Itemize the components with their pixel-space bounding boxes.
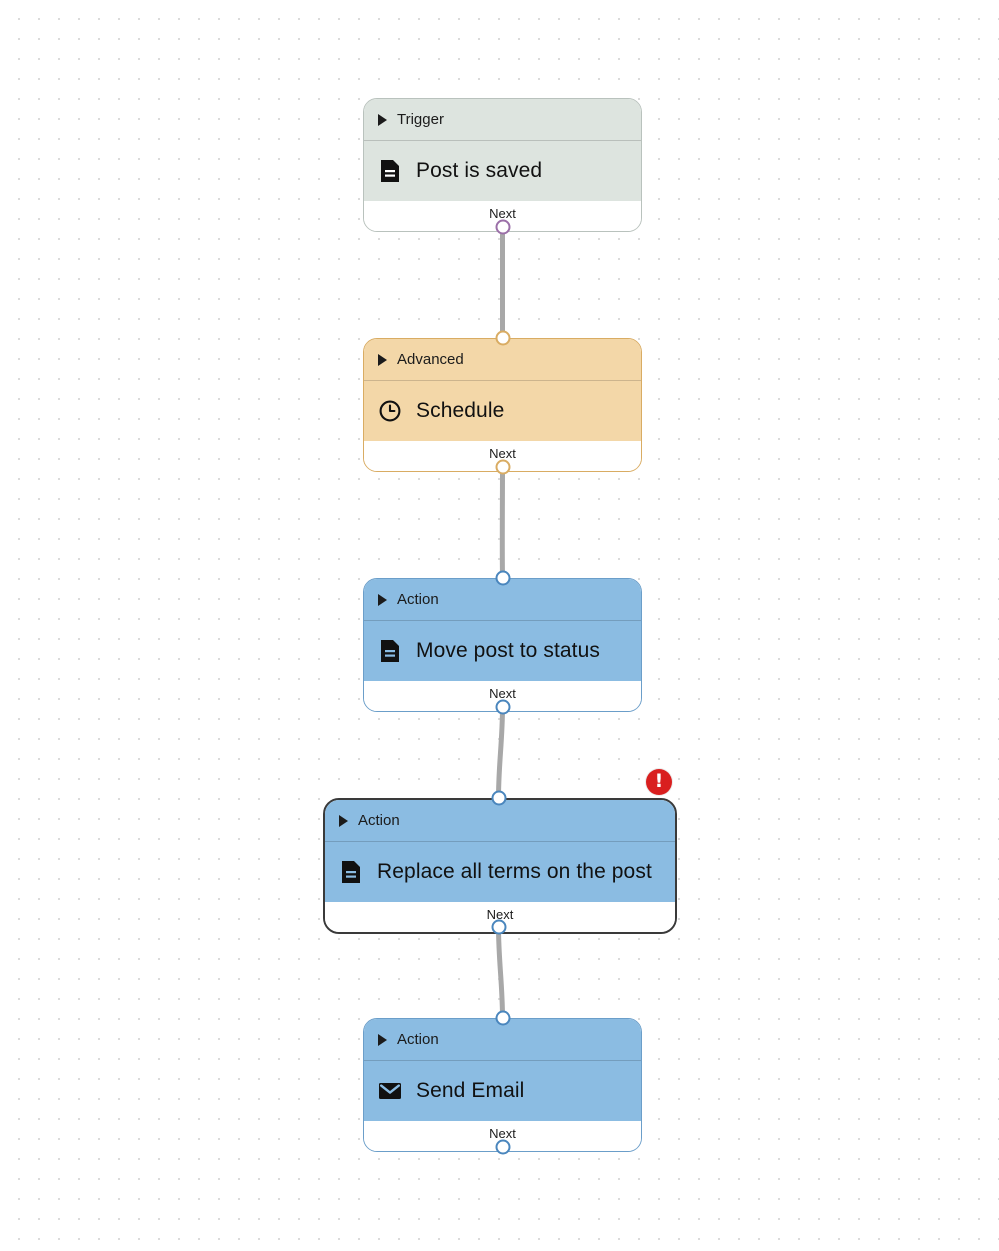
chevron-right-icon[interactable]: [378, 1033, 387, 1046]
workflow-node-action-move-post[interactable]: Action Move post to status Next: [363, 578, 642, 712]
next-label: Next: [489, 206, 516, 221]
node-input-port-advanced[interactable]: [495, 330, 510, 346]
edge-replace-terms-to-send-email: [496, 924, 505, 1021]
next-label: Next: [489, 686, 516, 701]
workflow-node-action-send-email[interactable]: Action Send Email Next: [363, 1018, 642, 1152]
node-action-label: Move post to status: [416, 639, 600, 662]
document-icon: [339, 860, 363, 884]
node-action-label: Send Email: [416, 1079, 525, 1102]
next-label: Next: [486, 907, 514, 922]
document-icon: [378, 639, 402, 663]
node-body-advanced[interactable]: Schedule: [364, 381, 641, 441]
error-badge-symbol: !: [654, 770, 664, 792]
node-footer-next[interactable]: Next: [325, 902, 675, 932]
document-icon: [378, 159, 402, 183]
error-exclamation-badge[interactable]: !: [646, 769, 672, 795]
workflow-node-action-replace-terms[interactable]: Action Replace all terms on the post Nex…: [323, 798, 677, 934]
node-output-port-action-send-email[interactable]: [495, 1139, 510, 1155]
node-kind-label: Action: [397, 1031, 439, 1048]
clock-icon: [378, 399, 402, 423]
node-output-port-action-move-post[interactable]: [495, 699, 510, 715]
node-input-port-action-replace-terms[interactable]: [491, 790, 506, 806]
chevron-right-icon[interactable]: [378, 593, 387, 606]
node-body-action[interactable]: Move post to status: [364, 621, 641, 681]
node-kind-label: Trigger: [397, 111, 444, 128]
node-header-action[interactable]: Action: [364, 1019, 641, 1061]
node-kind-label: Advanced: [397, 351, 464, 368]
node-header-action[interactable]: Action: [364, 579, 641, 621]
next-label: Next: [489, 1126, 516, 1141]
node-body-action[interactable]: Send Email: [364, 1061, 641, 1121]
node-body-trigger[interactable]: Post is saved: [364, 141, 641, 201]
node-header-trigger[interactable]: Trigger: [364, 99, 641, 141]
edge-move-post-to-replace-terms: [496, 704, 505, 801]
node-output-port-trigger[interactable]: [495, 219, 510, 235]
node-action-label: Replace all terms on the post: [377, 860, 652, 883]
next-label: Next: [489, 446, 516, 461]
node-action-label: Schedule: [416, 399, 505, 422]
node-header-action[interactable]: Action: [325, 800, 675, 842]
node-input-port-action-send-email[interactable]: [495, 1010, 510, 1026]
node-action-label: Post is saved: [416, 159, 543, 182]
chevron-right-icon[interactable]: [378, 353, 387, 366]
node-kind-label: Action: [358, 812, 400, 829]
workflow-node-trigger[interactable]: Trigger Post is saved Next: [363, 98, 642, 232]
envelope-icon: [378, 1079, 402, 1103]
workflow-node-advanced[interactable]: Advanced Schedule Next: [363, 338, 642, 472]
chevron-right-icon[interactable]: [378, 113, 387, 126]
node-output-port-advanced[interactable]: [495, 459, 510, 475]
node-kind-label: Action: [397, 591, 439, 608]
node-input-port-action-move-post[interactable]: [495, 570, 510, 586]
node-header-advanced[interactable]: Advanced: [364, 339, 641, 381]
chevron-right-icon[interactable]: [339, 814, 348, 827]
node-body-action[interactable]: Replace all terms on the post: [325, 842, 675, 902]
node-output-port-action-replace-terms[interactable]: [491, 919, 506, 935]
